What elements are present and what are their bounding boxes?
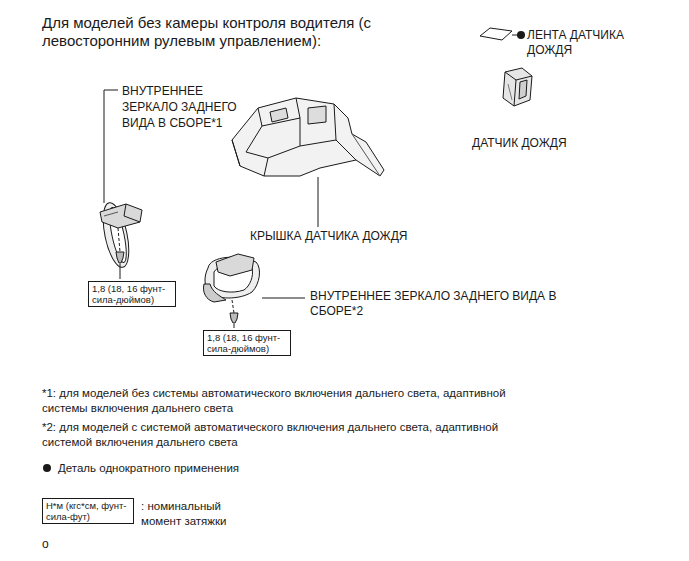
leader-line [104,90,118,203]
leader-line [262,298,305,299]
legend-entry: Деталь однократного применения [42,462,239,474]
legend-symbol [42,462,54,474]
leader-line [318,177,319,227]
mirror-drawing [203,254,259,302]
part-label: *2: для моделей с системой автоматическо… [42,420,512,450]
torque-box: 1,8 (18, 16 фунт- сила-дюймов) [88,281,176,307]
part-label: ВНУТРЕННЕЕ ЗЕРКАЛО ЗАДНЕГО ВИДА В СБОРЕ*… [310,289,595,319]
part-label: : номинальный момент затяжки [141,499,251,529]
torque-box: 1,8 (18, 16 фунт- сила-дюймов) [203,330,291,356]
part-label: ЛЕНТА ДАТЧИКА ДОЖДЯ [527,28,649,58]
torque-box: Н*м (кгс*см, фунт- сила-фут) [42,498,134,524]
torque-value: Н*м (кгс*см, фунт- сила-фут) [46,500,130,522]
screw-axis [232,300,234,313]
part-label: o [42,537,82,552]
tape-symbol [480,28,512,40]
rain-sensor-cover-drawing [232,98,384,176]
screw-axis [118,228,120,252]
leader-line [234,324,235,328]
single-use-mark [517,31,525,39]
screw-symbol [116,252,124,263]
rain-sensor-drawing [503,68,532,106]
part-label: ДАТЧИК ДОЖДЯ [472,136,612,151]
leader-line [120,264,121,279]
part-label: *1: для моделей без системы автоматическ… [42,386,512,416]
torque-value: 1,8 (18, 16 фунт- сила-дюймов) [207,332,287,354]
mirror-drawing [98,200,142,269]
part-label: ВНУТРЕННЕЕ ЗЕРКАЛО ЗАДНЕГО ВИДА В СБОРЕ*… [122,83,257,131]
screw-symbol [230,313,238,323]
torque-value: 1,8 (18, 16 фунт- сила-дюймов) [92,283,172,305]
part-label: КРЫШКА ДАТЧИКА ДОЖДЯ [250,229,460,244]
title: Для моделей без камеры контроля водителя… [42,14,404,50]
legend-text: Деталь однократного применения [58,462,239,474]
